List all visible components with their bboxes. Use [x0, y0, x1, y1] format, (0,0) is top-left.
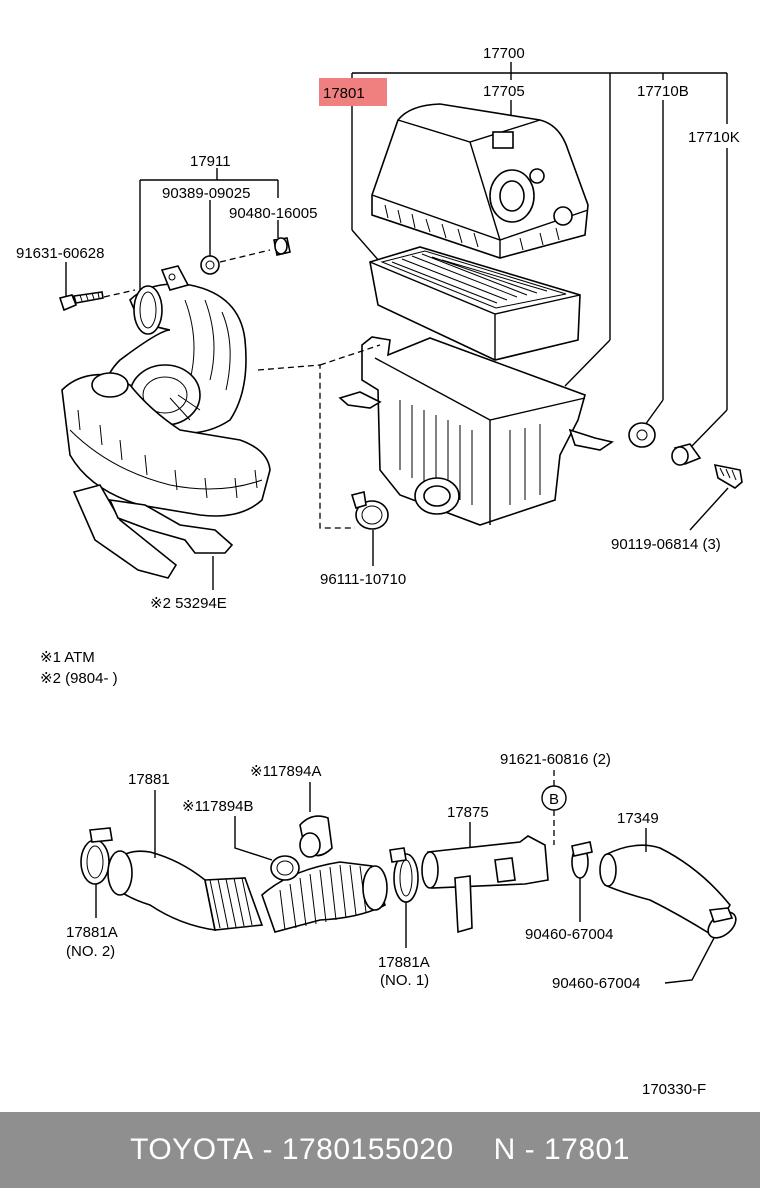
collar-17710K — [671, 443, 702, 466]
filter-element — [369, 246, 581, 361]
label-17881: 17881 — [128, 771, 170, 788]
clamp-17881A-no2 — [80, 827, 113, 918]
label-90460-a: 90460-67004 — [525, 926, 613, 943]
hose-17881 — [107, 790, 264, 931]
label-17881A-no2: 17881A — [66, 924, 118, 941]
grommet-17710B — [628, 422, 656, 448]
label-17801: 17801 — [323, 85, 365, 102]
splash-shield-53294E — [72, 484, 234, 590]
footer-separator: - — [253, 1133, 282, 1166]
collar-90480 — [273, 237, 291, 256]
air-cleaner-case — [338, 336, 614, 526]
leader-lines-17911 — [65, 168, 279, 298]
label-96111: 96111-10710 — [320, 571, 406, 588]
note-2: ※2 (9804- ) — [40, 670, 118, 687]
bolt-90119 — [689, 463, 743, 531]
hose-117894B — [234, 816, 300, 881]
label-17881A-no1: 17881A — [378, 954, 430, 971]
svg-text:B: B — [549, 791, 559, 808]
label-90460-b: 90460-67004 — [552, 975, 640, 992]
label-17875: 17875 — [447, 804, 489, 821]
label-91621: 91621-60816 (2) — [500, 751, 611, 768]
label-117894B: ※117894B — [182, 798, 254, 815]
label-17881A-no2-sub: (NO. 2) — [66, 943, 115, 960]
clamp-96111 — [350, 491, 389, 566]
label-53294E: ※2 53294E — [150, 595, 227, 612]
highlight-17801 — [319, 78, 387, 106]
label-17911: 17911 — [190, 153, 231, 170]
label-90480: 90480-16005 — [229, 205, 317, 222]
label-17349: 17349 — [617, 810, 659, 827]
hose-17349 — [599, 828, 731, 937]
footer-brand: TOYOTA — [130, 1133, 254, 1166]
label-91631: 91631-60628 — [16, 245, 104, 262]
parts-diagram: B 17700 17801 17705 17710B 17710K 17911 … — [16, 45, 743, 1098]
inlet-17875 — [421, 822, 549, 934]
footer-part-number: 1780155020 — [281, 1133, 454, 1166]
footer-code-prefix: N - — [493, 1133, 544, 1166]
clamp-90460-a — [571, 841, 593, 922]
label-117894A: ※117894A — [250, 763, 322, 780]
callout-b: B — [541, 770, 567, 845]
label-90389: 90389-09025 — [162, 185, 250, 202]
intake-resonator — [105, 265, 247, 435]
air-cleaner-cap — [371, 103, 589, 259]
hose-117894A — [299, 782, 333, 858]
clamp-17881A-no1 — [389, 847, 419, 948]
lower-housing — [61, 372, 271, 517]
label-17710B: 17710B — [637, 83, 689, 100]
footer-code: 17801 — [544, 1133, 630, 1166]
clamp-90460-b — [664, 907, 737, 984]
leader-lines-17700 — [351, 62, 728, 449]
label-17710K: 17710K — [688, 129, 740, 146]
note-1: ※1 ATM — [40, 649, 95, 666]
diagram-number: 170330-F — [642, 1081, 706, 1098]
corrugated-hose — [261, 861, 388, 933]
label-90119: 90119-06814 (3) — [611, 536, 721, 553]
footer-bar: TOYOTA - 1780155020 N - 17801 — [0, 1112, 760, 1188]
label-17705: 17705 — [483, 83, 525, 100]
label-17700: 17700 — [483, 45, 525, 62]
label-17881A-no1-sub: (NO. 1) — [380, 972, 429, 989]
bolt-91631 — [58, 291, 104, 312]
grommet-90389 — [200, 255, 220, 275]
